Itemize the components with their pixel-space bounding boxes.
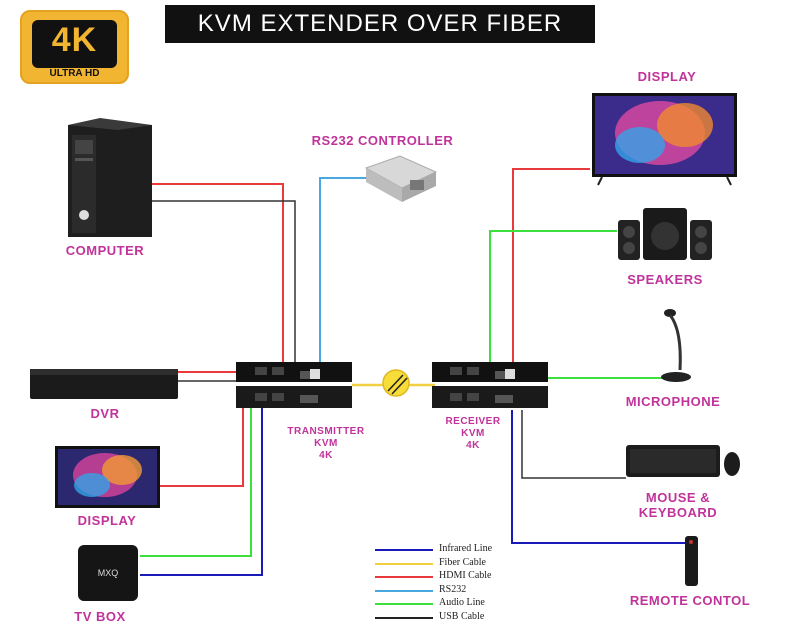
tvbox-infrared-wire [140, 400, 263, 576]
legend-swatch [375, 549, 433, 551]
display-bottom-icon [55, 446, 160, 508]
transmitter-label-line2: KVM [314, 438, 338, 449]
speakers-icon [618, 208, 712, 260]
dvr-label: DVR [90, 406, 120, 421]
dvr-icon [30, 369, 178, 399]
4k-badge-inner: 4K [32, 20, 117, 68]
mouse-keyboard-label-line1: MOUSE & [645, 490, 711, 505]
display-top-icon [592, 93, 737, 186]
transmitter-label-line1: TRANSMITTER [287, 426, 365, 437]
receiver-label-line1: RECEIVER [445, 416, 501, 427]
legend-swatch [375, 603, 433, 606]
rs232-controller-label: RS232 CONTROLLER [311, 133, 454, 148]
4k-badge: 4K ULTRA HD [20, 10, 129, 84]
display-top-hdmi-wire [512, 168, 590, 362]
computer-hdmi-wire [152, 183, 284, 362]
tvbox-audio-wire [140, 400, 252, 557]
tv-box-label: TV BOX [74, 609, 126, 624]
keyboard-mouse-icon [626, 445, 740, 477]
transmitter-label: TRANSMITTER KVM 4K [276, 426, 376, 462]
legend-swatch [375, 617, 433, 619]
remote-infrared-wire [511, 410, 686, 544]
receiver-label: RECEIVER KVM 4K [435, 416, 511, 452]
display-top-label: DISPLAY [637, 69, 697, 84]
transmitter-label-line3: 4K [319, 450, 333, 461]
remote-control-label: REMOTE CONTOL [629, 593, 751, 608]
legend-label: RS232 [439, 583, 467, 595]
tv-box-icon [78, 545, 138, 601]
mouse-keyboard-label: MOUSE & KEYBOARD [628, 490, 728, 520]
remote-control-icon [685, 536, 698, 586]
rs232-wire [319, 177, 366, 362]
legend-label: Infrared Line [439, 543, 493, 554]
microphone-icon [661, 309, 691, 382]
4k-badge-text: 4K [51, 21, 98, 59]
legend-label: HDMI Cable [439, 570, 492, 582]
legend-label: Fiber Cable [439, 556, 486, 568]
transmitter-device-icon [236, 362, 352, 408]
microphone-label: MICROPHONE [625, 394, 721, 409]
legend-label: Audio Line [439, 597, 485, 609]
receiver-device-icon [432, 362, 548, 408]
legend-swatch [375, 589, 433, 592]
legend-label: USB Cable [439, 611, 485, 622]
legend-swatch [375, 576, 433, 579]
tv-box-logo-text: MXQ [98, 568, 119, 578]
computer-label: COMPUTER [65, 243, 145, 258]
receiver-label-line3: 4K [466, 440, 480, 451]
ultra-hd-text: ULTRA HD [49, 68, 100, 79]
keyboard-usb-wire [521, 410, 626, 479]
speakers-label: SPEAKERS [627, 272, 703, 287]
receiver-label-line2: KVM [461, 428, 485, 439]
rs232-controller-icon [364, 155, 438, 202]
legend-swatch [375, 562, 433, 565]
page-title: KVM EXTENDER OVER FIBER [165, 5, 595, 43]
display-bottom-hdmi-wire [160, 400, 244, 487]
computer-tower-icon [68, 118, 152, 237]
mouse-keyboard-label-line2: KEYBOARD [638, 505, 718, 520]
computer-usb-wire [152, 200, 296, 362]
display-bottom-label: DISPLAY [77, 513, 137, 528]
speakers-audio-wire [489, 230, 617, 362]
